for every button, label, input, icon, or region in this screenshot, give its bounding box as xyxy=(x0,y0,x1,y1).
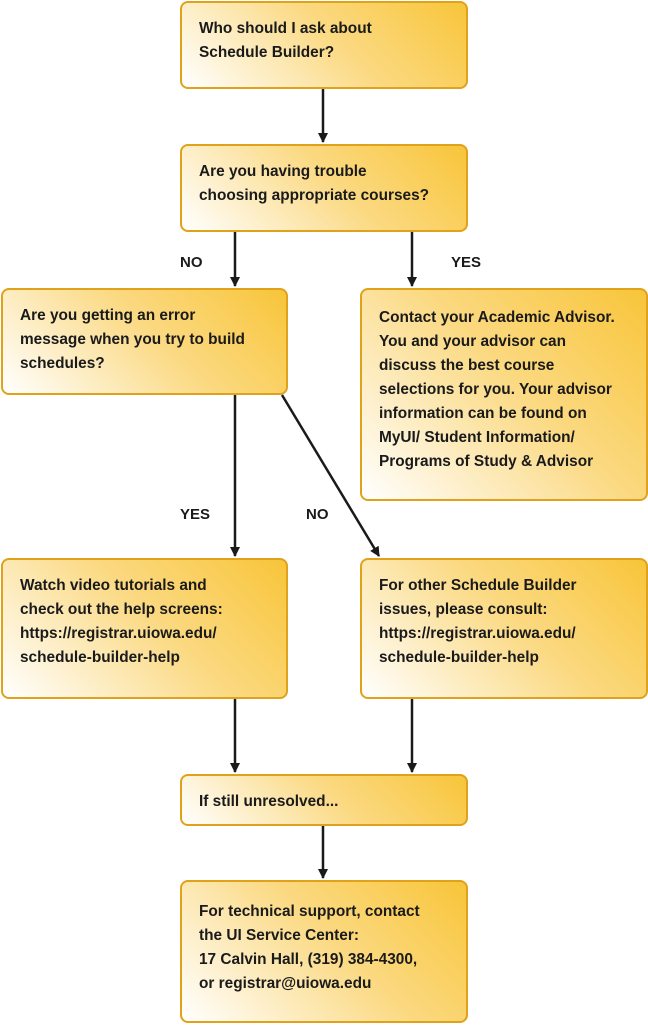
node-text: For other Schedule Builder issues, pleas… xyxy=(379,577,577,666)
node-text: Are you having trouble choosing appropri… xyxy=(199,163,430,204)
node-other-issues: For other Schedule Builder issues, pleas… xyxy=(360,558,648,699)
edge-label-no: NO xyxy=(306,506,329,523)
node-text: If still unresolved... xyxy=(199,793,339,810)
node-trouble-choosing-courses: Are you having trouble choosing appropri… xyxy=(180,144,468,232)
node-video-tutorials: Watch video tutorials and check out the … xyxy=(1,558,288,699)
edge-label-no: NO xyxy=(180,254,203,271)
node-text: For technical support, contact the UI Se… xyxy=(199,903,420,992)
node-text: Are you getting an error message when yo… xyxy=(20,307,245,372)
node-error-message-question: Are you getting an error message when yo… xyxy=(1,288,288,395)
node-still-unresolved: If still unresolved... xyxy=(180,774,468,826)
arrow-n3-n6 xyxy=(280,394,381,557)
node-contact-academic-advisor: Contact your Academic Advisor. You and y… xyxy=(360,288,648,501)
edge-label-yes: YES xyxy=(180,506,211,523)
node-text: Watch video tutorials and check out the … xyxy=(20,577,223,666)
node-technical-support: For technical support, contact the UI Se… xyxy=(180,880,468,1023)
node-who-to-ask: Who should I ask about Schedule Builder? xyxy=(180,1,468,89)
node-text: Who should I ask about Schedule Builder? xyxy=(199,20,372,61)
edge-label-yes: YES xyxy=(451,254,482,271)
node-text: Contact your Academic Advisor. You and y… xyxy=(379,309,615,470)
